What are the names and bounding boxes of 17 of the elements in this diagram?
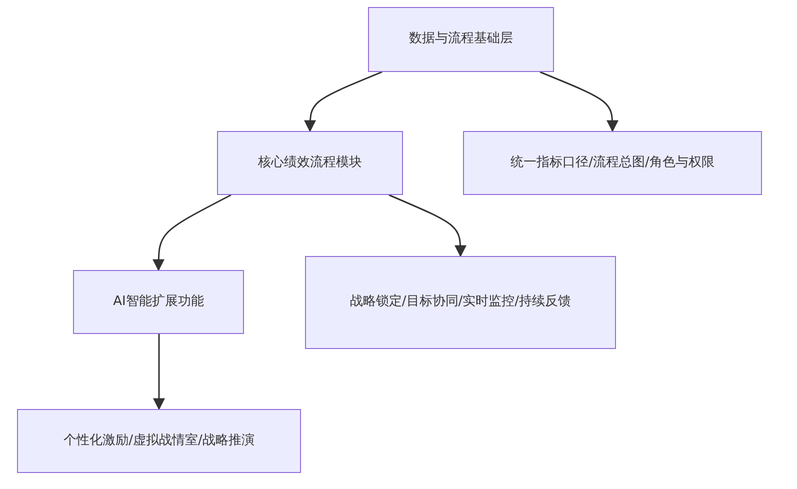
box-label: 战略锁定/目标协同/实时监控/持续反馈 xyxy=(350,293,572,312)
process-box xyxy=(73,270,244,334)
arrow xyxy=(153,334,165,410)
box-label: 个性化激励/虚拟战情室/战略推演 xyxy=(64,432,254,450)
process-box xyxy=(463,131,762,195)
process-box xyxy=(305,256,616,349)
process-box xyxy=(17,409,301,473)
box-label: 核心绩效流程模块 xyxy=(258,154,362,172)
process-box xyxy=(217,131,403,195)
box-label: 数据与流程基础层 xyxy=(409,30,513,48)
process-box xyxy=(368,7,554,72)
arrow xyxy=(540,71,618,132)
box-label: AI智能扩展功能 xyxy=(113,292,204,311)
arrow xyxy=(388,194,466,258)
arrow xyxy=(304,71,382,132)
box-label: 统一指标口径/流程总图/角色与权限 xyxy=(510,154,714,172)
arrow xyxy=(152,194,232,272)
